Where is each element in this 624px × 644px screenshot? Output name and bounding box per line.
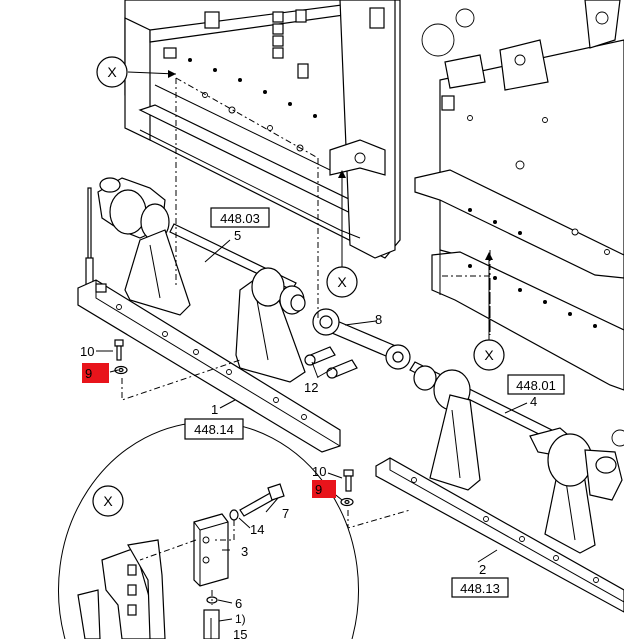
highlight-part-9-right: [312, 480, 336, 498]
part-label-7: 7: [282, 506, 289, 521]
part-label-1: 1: [211, 402, 218, 417]
view-marker-x-detail[interactable]: X: [92, 485, 124, 517]
right-rail: [375, 457, 624, 613]
reference-label: 448.03: [220, 211, 260, 226]
reference-label: 448.01: [516, 378, 556, 393]
part-label-9-right: 9: [315, 482, 322, 497]
reference-label: 448.14: [194, 422, 234, 437]
part-label-5: 5: [234, 228, 241, 243]
left-rail: [77, 279, 341, 453]
view-marker-label: X: [484, 347, 494, 363]
view-marker-label: X: [107, 64, 117, 80]
part-label-10-left: 10: [80, 344, 94, 359]
part-label-2: 2: [479, 562, 486, 577]
right-shaft-assembly: [409, 361, 623, 554]
view-marker-x-middle[interactable]: X: [326, 266, 358, 298]
part-label-8: 8: [375, 312, 382, 327]
part-label-10-right: 10: [312, 464, 326, 479]
part-label-note-1: 1): [235, 612, 246, 626]
projection-lines: [121, 77, 491, 605]
part-label-12: 12: [304, 380, 318, 395]
reference-box-448-01[interactable]: 448.01: [507, 374, 565, 395]
view-marker-x-right[interactable]: X: [473, 339, 505, 371]
upper-frame-left: [124, 0, 475, 259]
part-label-14: 14: [250, 522, 264, 537]
leader-lines: [96, 70, 528, 622]
part-label-15: 15: [233, 627, 247, 639]
view-marker-label: X: [337, 274, 347, 290]
detail-view-x: [58, 421, 359, 640]
reference-box-448-14[interactable]: 448.14: [184, 418, 244, 440]
highlight-part-9-left: [82, 363, 109, 383]
part-label-4: 4: [530, 394, 537, 409]
part-label-3: 3: [241, 544, 248, 559]
intermediate-driveshaft: [304, 308, 411, 379]
part-label-9-left: 9: [85, 366, 92, 381]
view-marker-x-top[interactable]: X: [96, 56, 128, 88]
view-marker-label: X: [103, 493, 113, 509]
reference-label: 448.13: [460, 581, 500, 596]
upper-frame-right: [414, 0, 624, 447]
reference-box-448-03[interactable]: 448.03: [210, 207, 270, 228]
fasteners: [114, 339, 354, 507]
part-label-6: 6: [235, 596, 242, 611]
reference-box-448-13[interactable]: 448.13: [451, 577, 509, 598]
left-shaft-assembly: [85, 177, 306, 383]
